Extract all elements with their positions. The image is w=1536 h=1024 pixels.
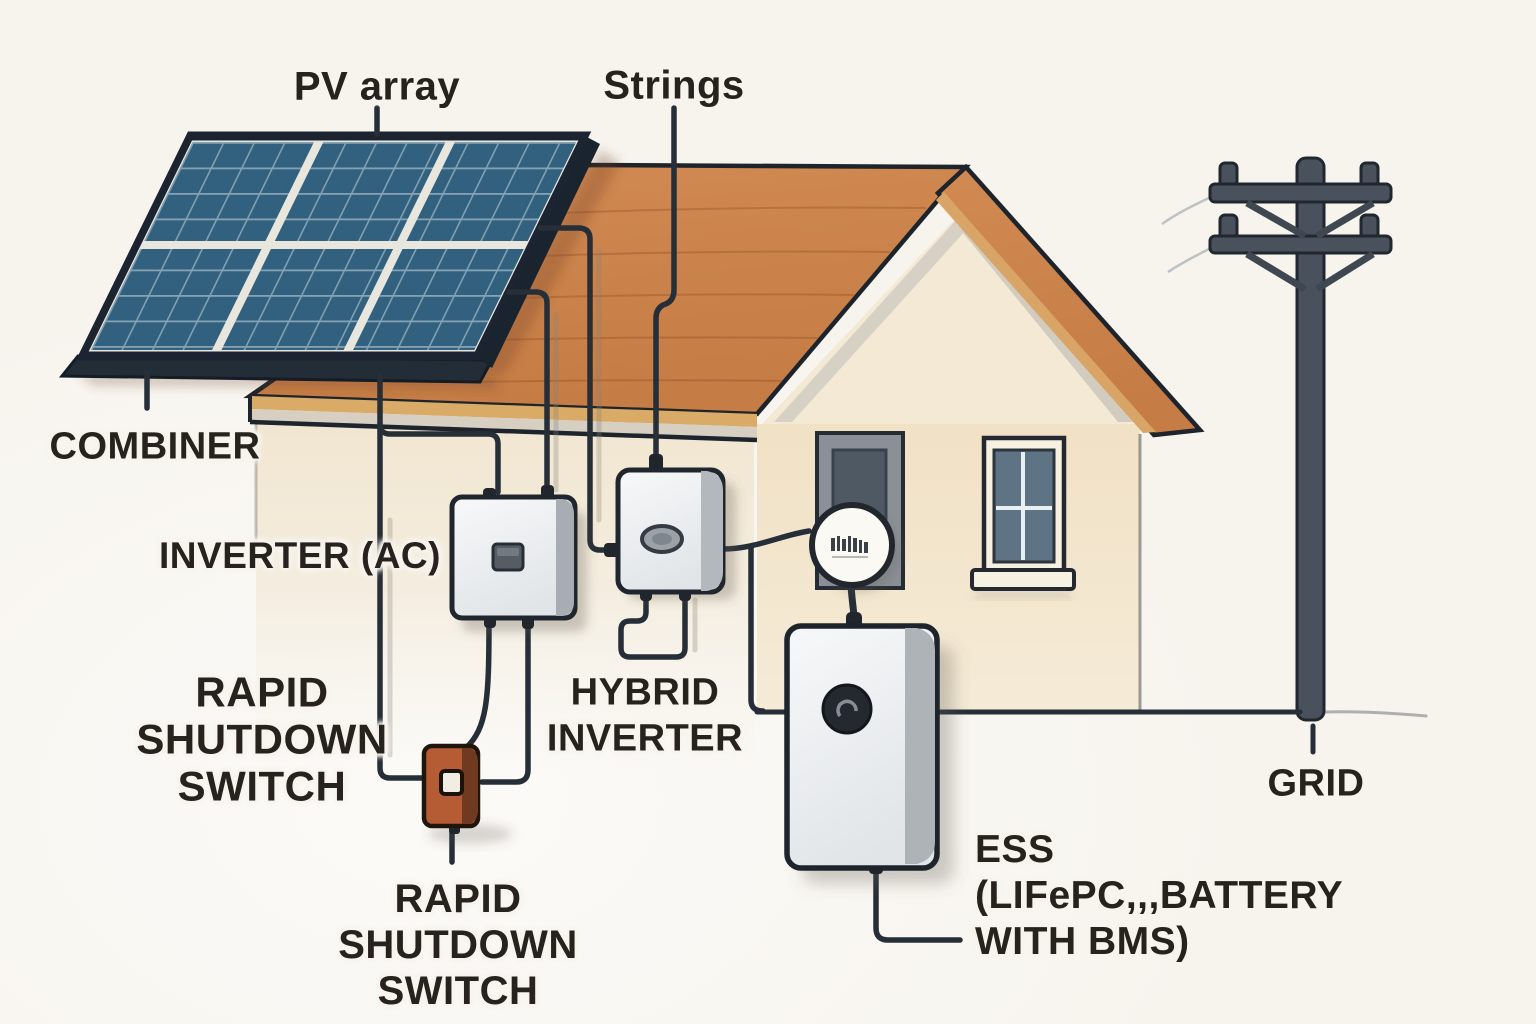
dc-wire-to-inverter-right (506, 289, 550, 493)
display-shine (497, 548, 519, 556)
switch-button (439, 769, 464, 796)
battery-side (905, 628, 935, 864)
gable-trim-left (774, 210, 968, 422)
hybrid-inverter-unit (604, 454, 736, 601)
label-inverter-ac: INVERTER (AC) (159, 535, 441, 577)
crossarm-bottom (1208, 234, 1393, 255)
battery-indicator (821, 683, 873, 735)
switch-side (462, 748, 478, 824)
string-wire-to-hybrid (653, 105, 677, 459)
service-drop-wires (1161, 195, 1212, 274)
window (970, 435, 1076, 598)
hybrid-to-grid-wire (748, 544, 766, 714)
roof-right-slope (934, 163, 1205, 438)
label-strings: Strings (603, 63, 745, 108)
pole-braces (1245, 199, 1375, 292)
gable-face (762, 208, 1148, 424)
crossarm-top (1208, 182, 1393, 204)
label-ess-battery: ESS (LIFePC,,,BATTERY WITH BMS) (975, 827, 1344, 964)
ac-inverter-unit (449, 485, 587, 632)
battery-indicator-glyph (836, 699, 858, 718)
pv-array-panel (58, 131, 600, 384)
label-grid: GRID (1267, 762, 1365, 805)
roof-rake-trim (936, 192, 1156, 433)
label-rapid-shutdown-lower: RAPID SHUTDOWN SWITCH (338, 877, 578, 1013)
pole-post (1295, 156, 1326, 722)
label-combiner: COMBINER (49, 425, 261, 468)
hybrid-bottom-loop-wire (618, 591, 688, 660)
window-mullion (996, 452, 1052, 560)
wire-shadows (387, 247, 698, 758)
roof-tile-lines (470, 206, 927, 383)
label-rapid-shutdown-upper: RAPID SHUTDOWN SWITCH (136, 668, 388, 810)
dc-wire-to-inverter-left (377, 421, 501, 495)
panel-side-frame (477, 136, 600, 368)
hybrid-side (701, 471, 723, 591)
sill-shadow (976, 591, 1070, 598)
ac-inverter-display (491, 542, 525, 572)
inverter-to-switch-wire-b (479, 619, 531, 785)
panel-face (75, 131, 592, 361)
eave-fascia (250, 409, 757, 440)
energy-meter (809, 502, 900, 630)
ess-battery-unit (784, 623, 954, 884)
rapid-shutdown-switch-unit (421, 743, 512, 844)
utility-pole (1161, 156, 1393, 722)
string-wire-to-hybrid-side (537, 225, 613, 553)
inverter-to-switch-wire-a (463, 619, 492, 751)
ac-inverter-side (556, 499, 574, 616)
battery-label-wire (873, 865, 963, 943)
hybrid-button-inner (652, 533, 672, 545)
dc-wire-to-shutdown-switch (377, 371, 425, 781)
label-hybrid-inverter: HYBRID INVERTER (546, 671, 744, 760)
eave-outline (249, 419, 758, 443)
meter-digits (831, 536, 868, 553)
window-sill (970, 568, 1076, 591)
label-pv-array: PV array (293, 64, 461, 109)
eave-tan-band (250, 396, 757, 427)
